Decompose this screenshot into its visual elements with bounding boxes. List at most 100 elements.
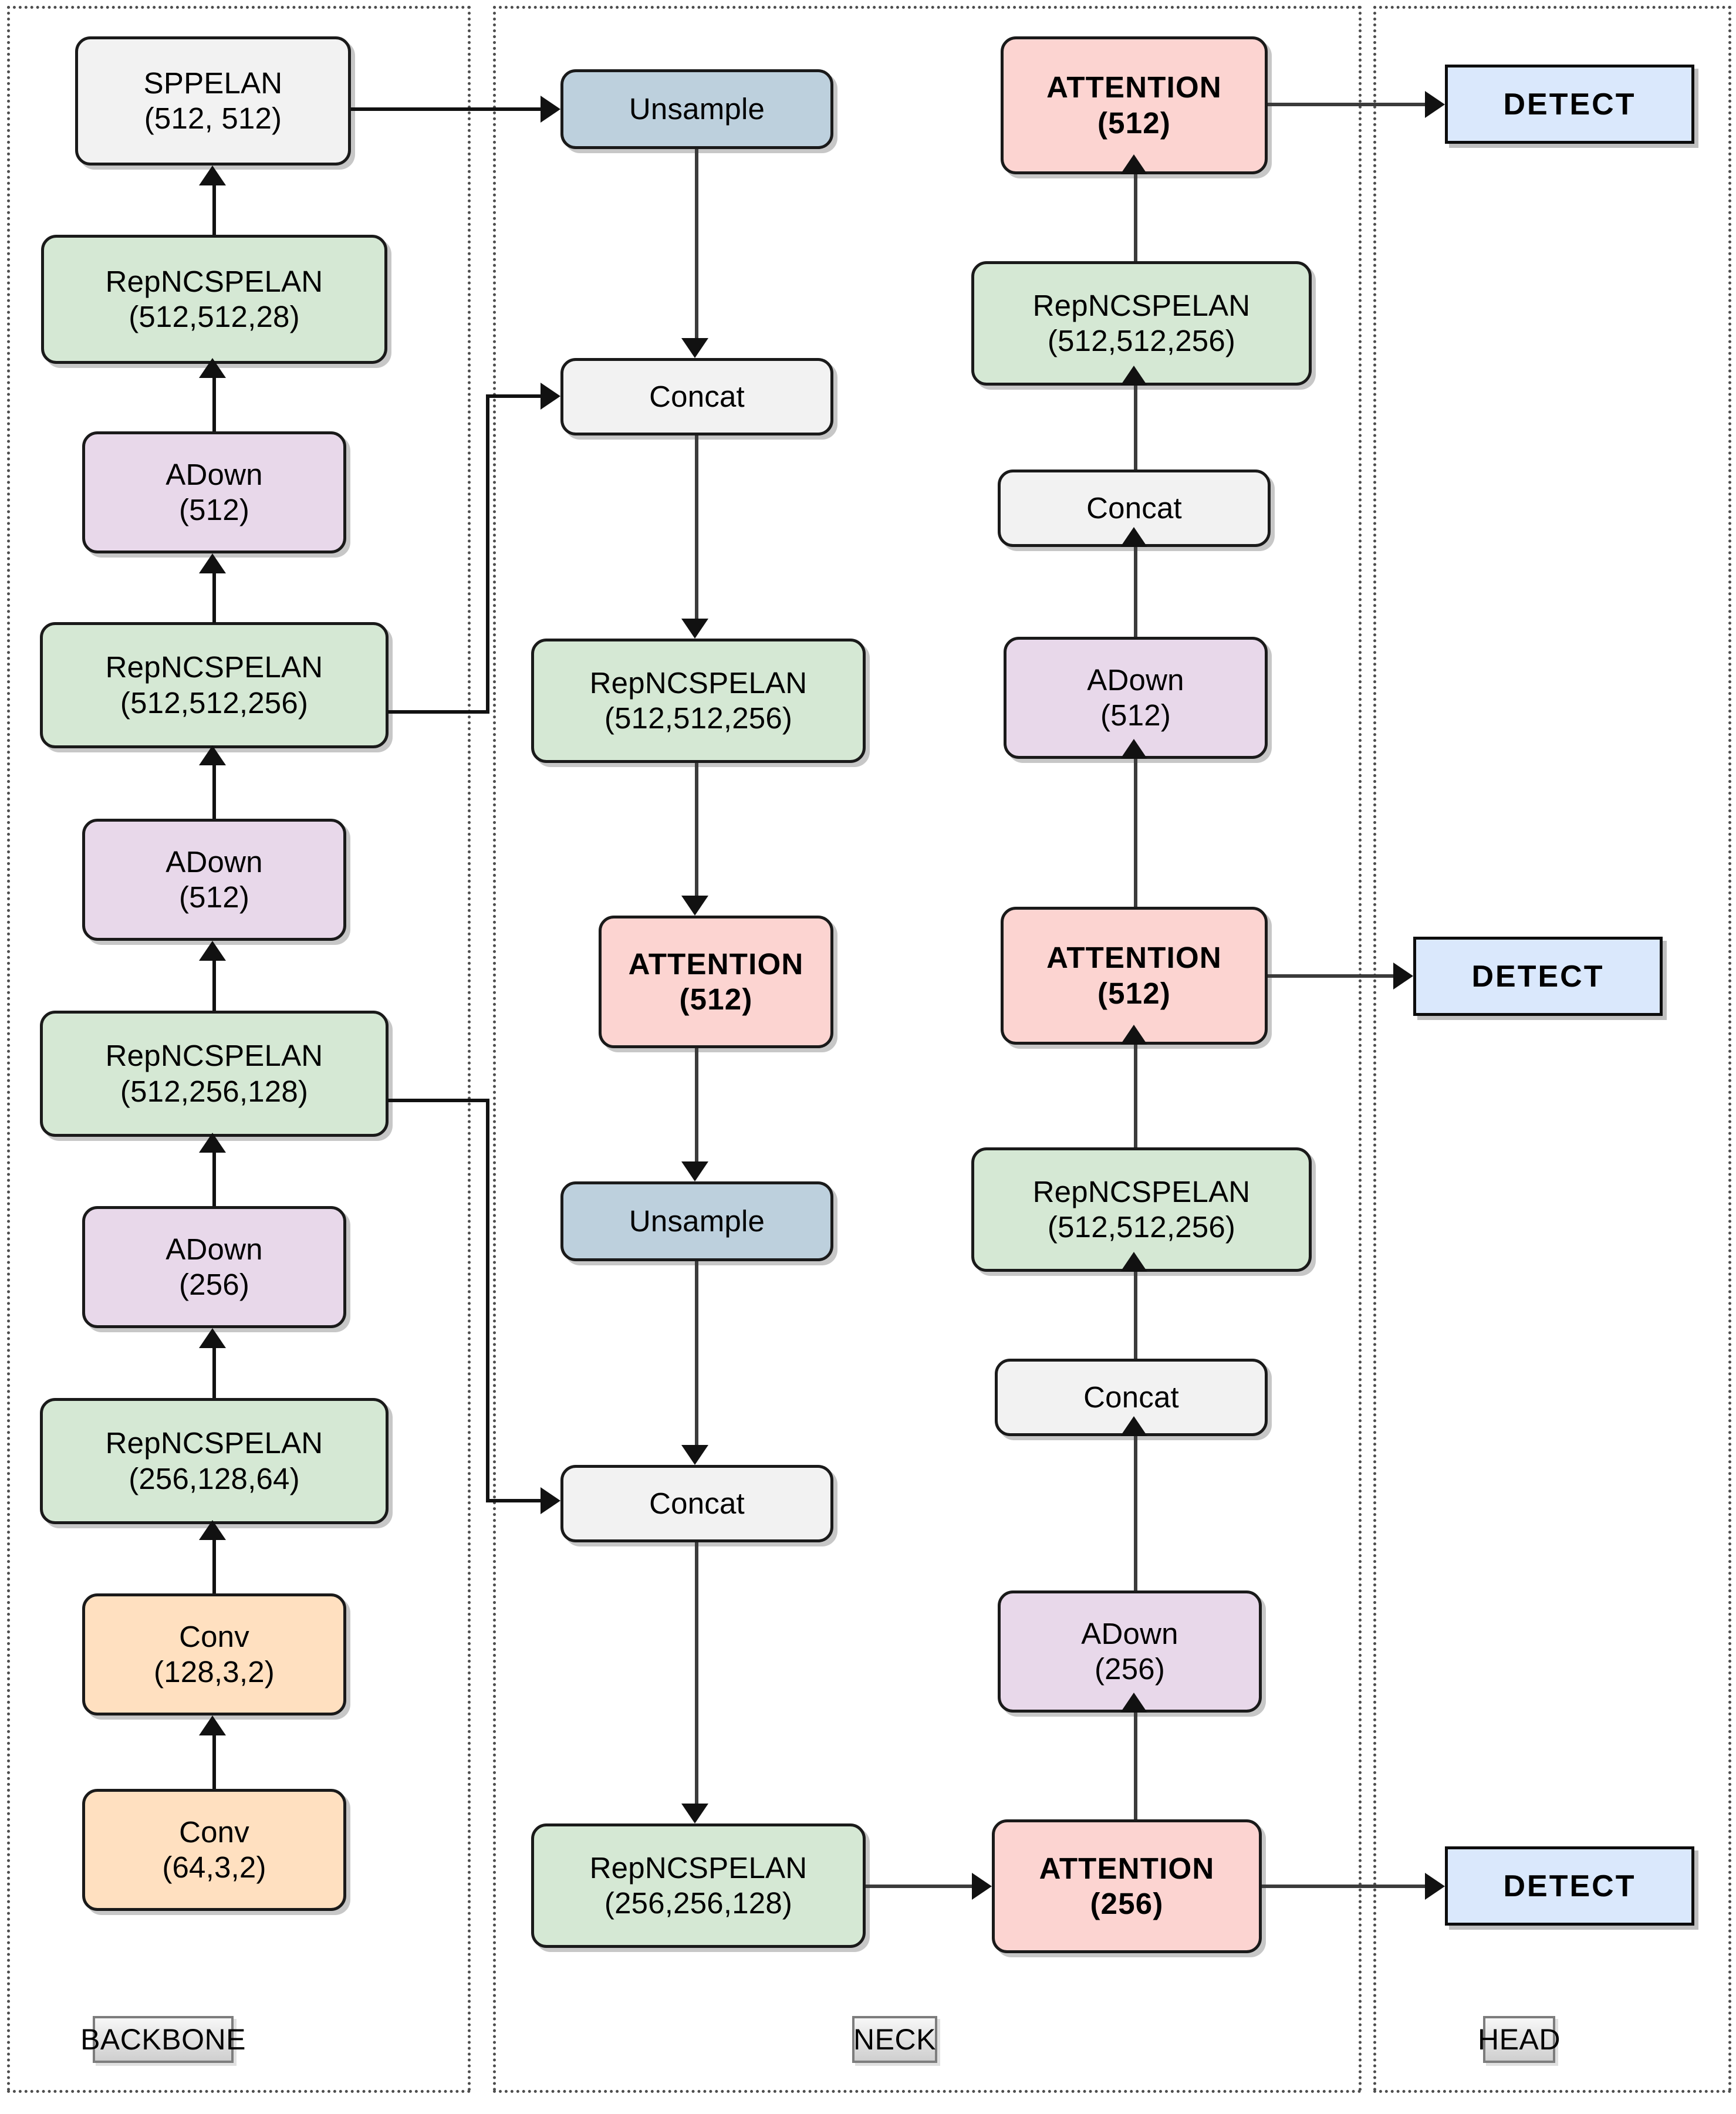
edge-repncspelan-neck-to-attention-mid [695, 763, 698, 896]
arrowhead-concat-p5-to-repncspelan-p5 [1120, 366, 1147, 386]
node-conv-64-3-2[interactable]: Conv (64,3,2) [82, 1789, 346, 1911]
edge-attention-p5-to-detect-p5 [1268, 103, 1425, 106]
edge-repncspelan3-to-adown3 [212, 573, 216, 623]
section-tag-neck: NECK [852, 2016, 937, 2063]
arrowhead-repncspelan3-to-adown3 [199, 553, 226, 573]
edge-repncspelan4-to-sppelan [212, 185, 216, 235]
edge-conv2-to-repncspelan1 [212, 1540, 216, 1593]
edge-concat-top-to-repncspelan-neck [695, 435, 698, 619]
node-concat-lower[interactable]: Concat [560, 1465, 833, 1542]
node-label-line1: RepNCSPELAN [589, 666, 808, 700]
arrowhead-attention-p5-to-detect-p5 [1425, 91, 1445, 118]
node-label-line1: RepNCSPELAN [589, 1850, 808, 1885]
node-repncspelan-256-128-64[interactable]: RepNCSPELAN (256,128,64) [40, 1398, 389, 1524]
arrowhead-repncspelan256-to-attention256 [972, 1873, 992, 1900]
arrowhead-concat-p4-to-repncspelan-p4 [1120, 1252, 1147, 1272]
edge-unsample-top-to-concat-top [695, 149, 698, 338]
node-label-line1: Unsample [629, 92, 765, 126]
node-conv-128-3-2[interactable]: Conv (128,3,2) [82, 1593, 346, 1715]
node-adown-512-neck[interactable]: ADown (512) [1004, 637, 1268, 759]
edge-concat-p5-to-repncspelan-p5 [1134, 386, 1137, 470]
node-repncspelan-256-256-128[interactable]: RepNCSPELAN (256,256,128) [531, 1823, 866, 1948]
node-label-line2: (512) [1100, 698, 1171, 732]
arrowhead-attention-p4-to-adown512 [1120, 739, 1147, 759]
node-label-line1: Concat [649, 1486, 745, 1520]
arrowhead-repncspelan4-to-sppelan [199, 166, 226, 185]
node-attention-512-p4[interactable]: ATTENTION (512) [1001, 907, 1268, 1045]
edge-adown1-to-repncspelan2 [212, 1153, 216, 1206]
node-adown-512-upper[interactable]: ADown (512) [82, 431, 346, 553]
edge-backbone3-to-concat-top-h2 [486, 394, 541, 398]
edge-repncspelan-p5-to-attention-p5 [1134, 174, 1137, 261]
node-repncspelan-p4[interactable]: RepNCSPELAN (512,512,256) [971, 1147, 1312, 1272]
node-sppelan-line1: SPPELAN [143, 66, 283, 100]
edge-backbone2-to-concat-lower-h1 [387, 1099, 488, 1102]
node-label-line1: ADown [166, 1232, 263, 1266]
node-repncspelan-512-512-256-backbone[interactable]: RepNCSPELAN (512,512,256) [40, 622, 389, 748]
section-tag-head-label: HEAD [1478, 2023, 1561, 2056]
edge-concat-lower-to-repncspelan-256 [695, 1542, 698, 1804]
arrowhead-repncspelan-p4-to-attention-p4 [1120, 1025, 1147, 1045]
arrowhead-sppelan-to-unsample-top [541, 96, 560, 123]
node-label-line2: (512) [679, 982, 753, 1016]
edge-attention-p4-to-adown512 [1134, 759, 1137, 907]
arrowhead-conv1-to-conv2 [199, 1715, 226, 1735]
arrowhead-unsample-top-to-concat-top [681, 338, 708, 358]
node-unsample-lower[interactable]: Unsample [560, 1181, 833, 1261]
edge-adown2-to-repncspelan3 [212, 765, 216, 819]
arrowhead-attention-mid-to-unsample-lower [681, 1161, 708, 1181]
node-label-line2: (512,512,256) [120, 685, 309, 720]
node-adown-256-backbone[interactable]: ADown (256) [82, 1206, 346, 1328]
arrowhead-conv2-to-repncspelan1 [199, 1520, 226, 1540]
node-attention-256-p3[interactable]: ATTENTION (256) [992, 1819, 1262, 1953]
node-unsample-top[interactable]: Unsample [560, 69, 833, 149]
node-repncspelan-p5[interactable]: RepNCSPELAN (512,512,256) [971, 261, 1312, 386]
edge-unsample-lower-to-concat-lower [695, 1261, 698, 1445]
node-repncspelan-512-512-28[interactable]: RepNCSPELAN (512,512,28) [41, 235, 387, 364]
node-label-line1: ATTENTION [1046, 70, 1222, 104]
detect-label: DETECT [1503, 1869, 1636, 1903]
arrowhead-repncspelan-neck-to-attention-mid [681, 896, 708, 916]
arrowhead-concat-lower-to-repncspelan-256 [681, 1804, 708, 1823]
section-neck-frame [493, 6, 1362, 2093]
arrowhead-repncspelan-p5-to-attention-p5 [1120, 154, 1147, 174]
edge-concat-p4-to-repncspelan-p4 [1134, 1272, 1137, 1359]
node-label-line1: Concat [1086, 491, 1182, 525]
node-adown-512-lower[interactable]: ADown (512) [82, 819, 346, 941]
node-label-line1: RepNCSPELAN [1032, 288, 1251, 322]
node-detect-p4[interactable]: DETECT [1413, 937, 1663, 1016]
edge-backbone3-to-concat-top-v [486, 394, 489, 714]
node-label-line1: RepNCSPELAN [105, 264, 323, 298]
node-label-line1: Unsample [629, 1204, 765, 1238]
detect-label: DETECT [1471, 959, 1605, 994]
node-sppelan[interactable]: SPPELAN (512, 512) [75, 36, 351, 166]
node-label-line1: RepNCSPELAN [105, 1426, 323, 1460]
node-repncspelan-512-512-256-neck[interactable]: RepNCSPELAN (512,512,256) [531, 639, 866, 763]
node-concat-top[interactable]: Concat [560, 358, 833, 435]
edge-adown512-to-concat-p5 [1134, 547, 1137, 637]
node-label-line1: Concat [1083, 1380, 1179, 1414]
edge-attention-p3-to-detect-p3 [1262, 1885, 1425, 1888]
node-detect-p5[interactable]: DETECT [1445, 65, 1694, 144]
node-label-line2: (64,3,2) [162, 1850, 266, 1884]
node-label-line1: RepNCSPELAN [1032, 1174, 1251, 1208]
node-label-line2: (512,512,28) [129, 300, 300, 333]
node-attention-512-p5[interactable]: ATTENTION (512) [1001, 36, 1268, 174]
node-label-line2: (512,512,256) [604, 701, 793, 735]
arrowhead-backbone3-to-concat-top [541, 383, 560, 410]
node-label-line1: Concat [649, 379, 745, 413]
node-repncspelan-512-256-128[interactable]: RepNCSPELAN (512,256,128) [40, 1011, 389, 1137]
edge-sppelan-to-unsample-top [351, 107, 541, 111]
arrowhead-attention-p3-to-detect-p3 [1425, 1873, 1445, 1900]
arrowhead-adown256-to-concat-p4 [1120, 1416, 1147, 1436]
node-label-line2: (512) [178, 880, 250, 914]
node-detect-p3[interactable]: DETECT [1445, 1846, 1694, 1926]
edge-conv1-to-conv2 [212, 1735, 216, 1789]
arrowhead-attention-p4-to-detect-p4 [1393, 963, 1413, 990]
node-sppelan-line2: (512, 512) [144, 102, 282, 135]
node-label-line2: (256) [1094, 1652, 1166, 1686]
node-label-line2: (256) [178, 1268, 250, 1301]
node-attention-512-neck-mid[interactable]: ATTENTION (512) [599, 916, 833, 1048]
edge-backbone3-to-concat-top-h1 [387, 710, 488, 714]
